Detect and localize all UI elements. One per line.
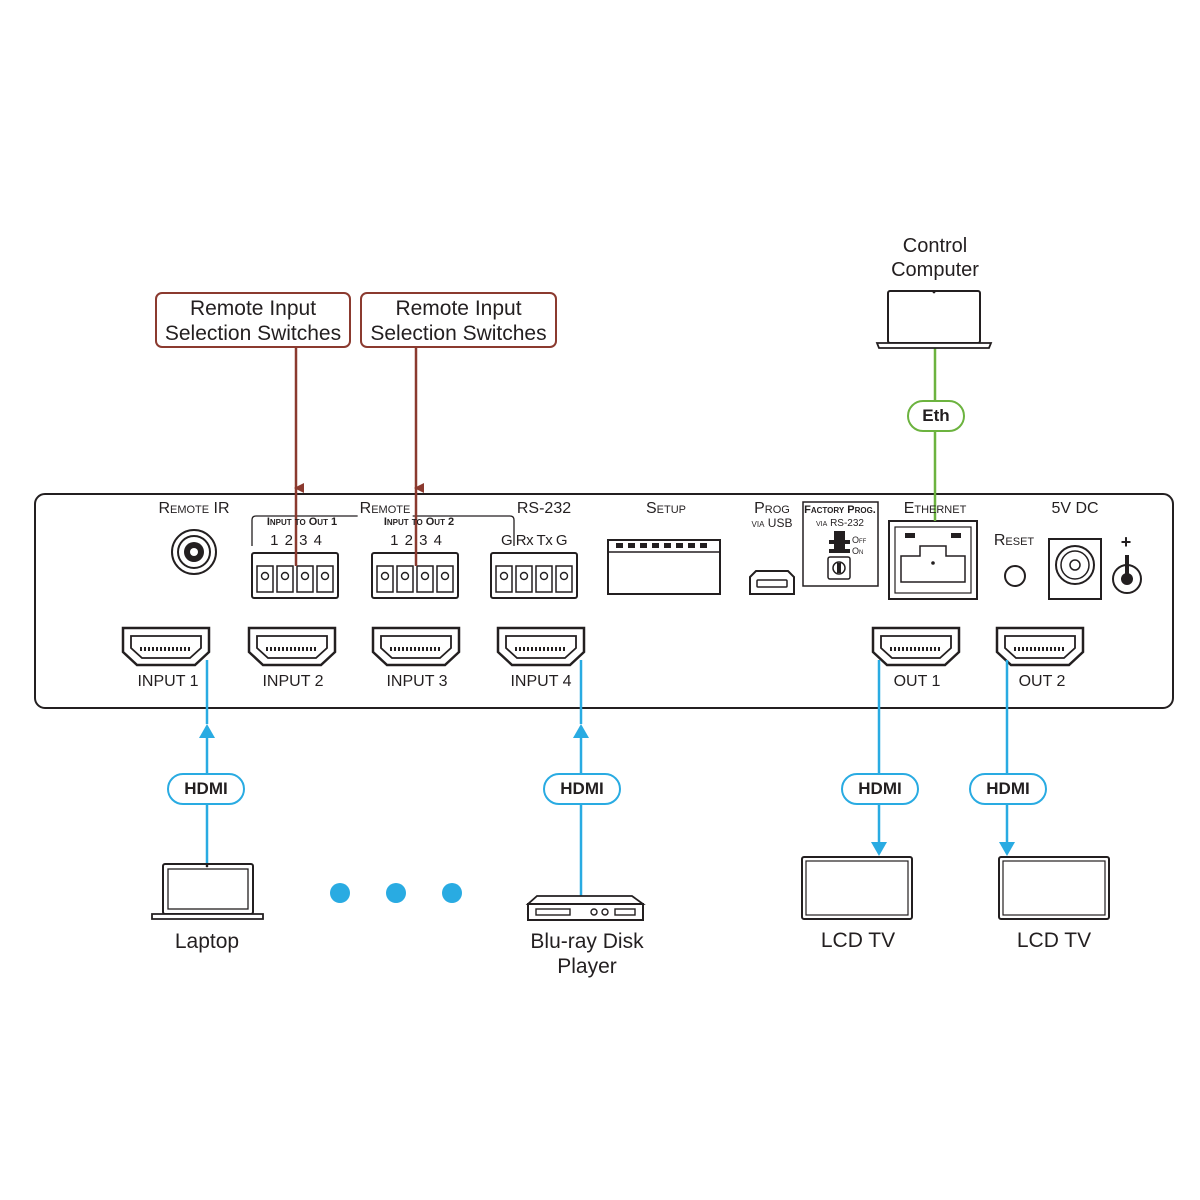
hdmi-arrow-tv1	[871, 842, 887, 856]
bluray-label: Blu-ray Disk Player	[530, 929, 643, 979]
terminal-2-pin-numbers: 1 2 3 4	[390, 532, 442, 549]
hdmi-arrow-bluray	[573, 724, 589, 738]
lcd-tv-2-icon	[998, 856, 1110, 920]
callout-2-line-1: Remote Input	[395, 297, 522, 320]
port-label-out-2: OUT 2	[1018, 673, 1066, 690]
lcd-tv-2-label: LCD TV	[1016, 929, 1092, 952]
terminal-1-pin-numbers: 1 2 3 4	[270, 532, 322, 549]
port-label-input-2: INPUT 2	[262, 673, 324, 690]
setup-dip-switch-icon[interactable]	[607, 539, 721, 595]
rs232-label: RS-232	[516, 500, 572, 517]
laptop-label: Laptop	[174, 930, 240, 953]
on-label: On	[852, 546, 864, 556]
callout-2-line-2: Selection Switches	[370, 322, 547, 345]
hdmi-port-input-2-icon[interactable]	[247, 626, 337, 667]
factory-prog-label: Factory Prog.	[804, 504, 876, 516]
remote-input-callout-2: Remote Input Selection Switches	[360, 292, 557, 348]
hdmi-port-out-1-icon[interactable]	[871, 626, 961, 667]
reset-label: Reset	[993, 532, 1035, 549]
remote-label: Remote	[357, 500, 413, 518]
more-inputs-dot-3	[442, 883, 462, 903]
more-inputs-dot-2	[386, 883, 406, 903]
hdmi-cable-label-bluray: HDMI	[543, 773, 621, 805]
more-inputs-dot-1	[330, 883, 350, 903]
input-to-out-1-label: Input to Out 1	[266, 516, 338, 528]
input-to-out-2-label: Input to Out 2	[383, 516, 455, 528]
port-label-input-3: INPUT 3	[386, 673, 448, 690]
eth-cable-label: Eth	[907, 400, 965, 432]
control-computer-label: Control Computer	[891, 234, 979, 282]
hdmi-port-input-3-icon[interactable]	[371, 626, 461, 667]
prog-label: Prog	[754, 500, 790, 517]
hdmi-port-out-2-icon[interactable]	[995, 626, 1085, 667]
control-computer-line-1: Control	[902, 235, 968, 257]
control-computer-laptop-icon	[875, 290, 993, 349]
hdmi-arrow-laptop	[199, 724, 215, 738]
ethernet-label: Ethernet	[903, 500, 967, 517]
callout-1-line-2: Selection Switches	[164, 322, 342, 345]
rs232-pin-labels: G Rx Tx G	[500, 532, 568, 549]
via-rs232-label: via RS-232	[816, 518, 864, 529]
remote-ir-jack-icon	[171, 529, 217, 575]
ethernet-port-icon[interactable]	[888, 520, 978, 600]
port-label-out-1: OUT 1	[893, 673, 941, 690]
lcd-tv-1-icon	[801, 856, 913, 920]
off-label: Off	[852, 535, 867, 545]
reset-button-icon[interactable]	[1004, 565, 1026, 587]
usb-port-icon[interactable]	[749, 570, 795, 595]
power-label: 5V DC	[1051, 500, 1099, 517]
matrix-switcher-rear-panel	[34, 493, 1174, 709]
hdmi-cable-label-laptop: HDMI	[167, 773, 245, 805]
power-jack-icon[interactable]	[1048, 538, 1142, 600]
hdmi-cable-label-tv1: HDMI	[841, 773, 919, 805]
control-computer-line-2: Computer	[891, 259, 979, 281]
port-label-input-1: INPUT 1	[137, 673, 199, 690]
port-label-input-4: INPUT 4	[510, 673, 572, 690]
laptop-icon	[151, 863, 264, 920]
via-usb-label: via USB	[751, 516, 793, 530]
callout-1-line-1: Remote Input	[189, 297, 317, 320]
power-plus-label: +	[1120, 532, 1132, 552]
lcd-tv-1-label: LCD TV	[820, 929, 896, 952]
factory-prog-switch-icon[interactable]	[827, 531, 851, 580]
hdmi-cable-label-tv2: HDMI	[969, 773, 1047, 805]
bluray-label-line-1: Blu-ray Disk	[530, 930, 644, 953]
hdmi-port-input-4-icon[interactable]	[496, 626, 586, 667]
hdmi-arrow-tv2	[999, 842, 1015, 856]
bluray-player-icon	[525, 895, 646, 921]
hdmi-port-input-1-icon[interactable]	[121, 626, 211, 667]
terminal-block-rs232[interactable]	[490, 552, 578, 599]
remote-input-callout-1: Remote Input Selection Switches	[155, 292, 351, 348]
bluray-label-line-2: Player	[557, 955, 617, 978]
remote-ir-label: Remote IR	[158, 500, 230, 517]
setup-label: Setup	[645, 500, 687, 517]
